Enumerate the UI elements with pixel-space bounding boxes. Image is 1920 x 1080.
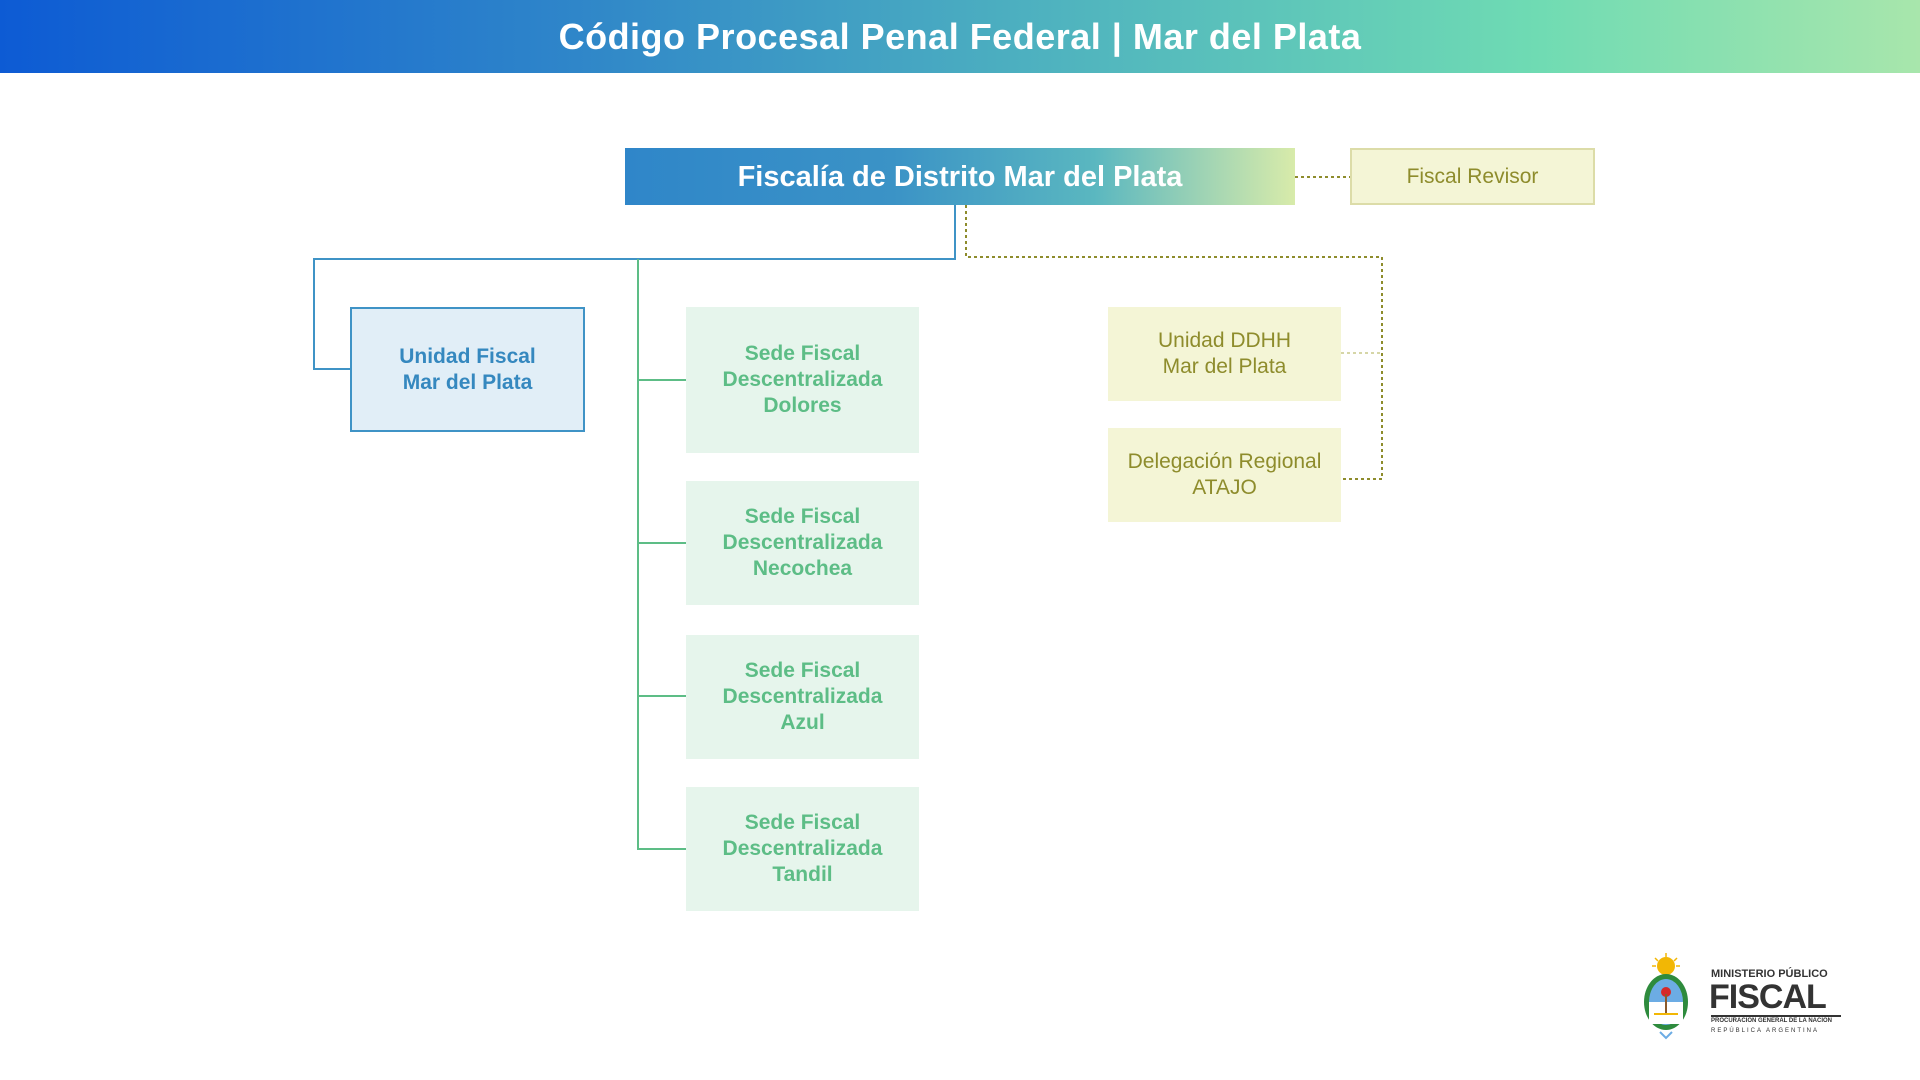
ministerio-publico-fiscal-logo: MINISTERIO PÚBLICO FISCAL PROCURACIÓN GE… <box>1636 952 1846 1044</box>
sede-dolores-label: Sede Fiscal Descentralizada Dolores <box>722 342 883 417</box>
sede-necochea-label: Sede Fiscal Descentralizada Necochea <box>722 505 883 580</box>
sede-azul-label: Sede Fiscal Descentralizada Azul <box>722 659 883 734</box>
coat-of-arms-icon <box>1644 953 1688 1040</box>
logo-line1: MINISTERIO PÚBLICO <box>1711 968 1828 980</box>
logo-divider <box>1711 1015 1841 1017</box>
page-header: Código Procesal Penal Federal | Mar del … <box>0 0 1920 73</box>
blue-connectors <box>313 205 956 850</box>
fiscalia-distrito-box: Fiscalía de Distrito Mar del Plata <box>625 148 1295 205</box>
logo-line2: FISCAL <box>1709 978 1827 1016</box>
sede-necochea-box: Sede Fiscal Descentralizada Necochea <box>686 481 919 605</box>
connector-main-to-unidad <box>313 205 956 370</box>
sede-dolores-box: Sede Fiscal Descentralizada Dolores <box>686 307 919 453</box>
sede-azul-box: Sede Fiscal Descentralizada Azul <box>686 635 919 759</box>
logo-line4: REPÚBLICA ARGENTINA <box>1711 1028 1820 1034</box>
olive-connectors <box>965 176 1383 480</box>
unidad-ddhh-label: Unidad DDHH Mar del Plata <box>1157 329 1292 378</box>
fiscal-revisor-box: Fiscal Revisor <box>1350 148 1595 205</box>
delegacion-regional-box: Delegación Regional ATAJO <box>1108 428 1341 522</box>
connector-delegacion <box>965 205 1383 480</box>
unidad-fiscal-label: Unidad Fiscal Mar del Plata <box>399 344 536 394</box>
fiscal-revisor-label: Fiscal Revisor <box>1406 164 1539 188</box>
delegacion-regional-label: Delegación Regional ATAJO <box>1127 450 1322 499</box>
sede-tandil-box: Sede Fiscal Descentralizada Tandil <box>686 787 919 911</box>
green-connectors <box>638 379 686 850</box>
unidad-ddhh-box: Unidad DDHH Mar del Plata <box>1108 307 1341 401</box>
page-title: Código Procesal Penal Federal | Mar del … <box>558 15 1362 57</box>
sede-tandil-label: Sede Fiscal Descentralizada Tandil <box>722 811 883 886</box>
unidad-fiscal-box: Unidad Fiscal Mar del Plata <box>350 307 585 432</box>
fiscalia-distrito-label: Fiscalía de Distrito Mar del Plata <box>737 160 1183 193</box>
logo-line3: PROCURACIÓN GENERAL DE LA NACIÓN <box>1711 1018 1833 1024</box>
